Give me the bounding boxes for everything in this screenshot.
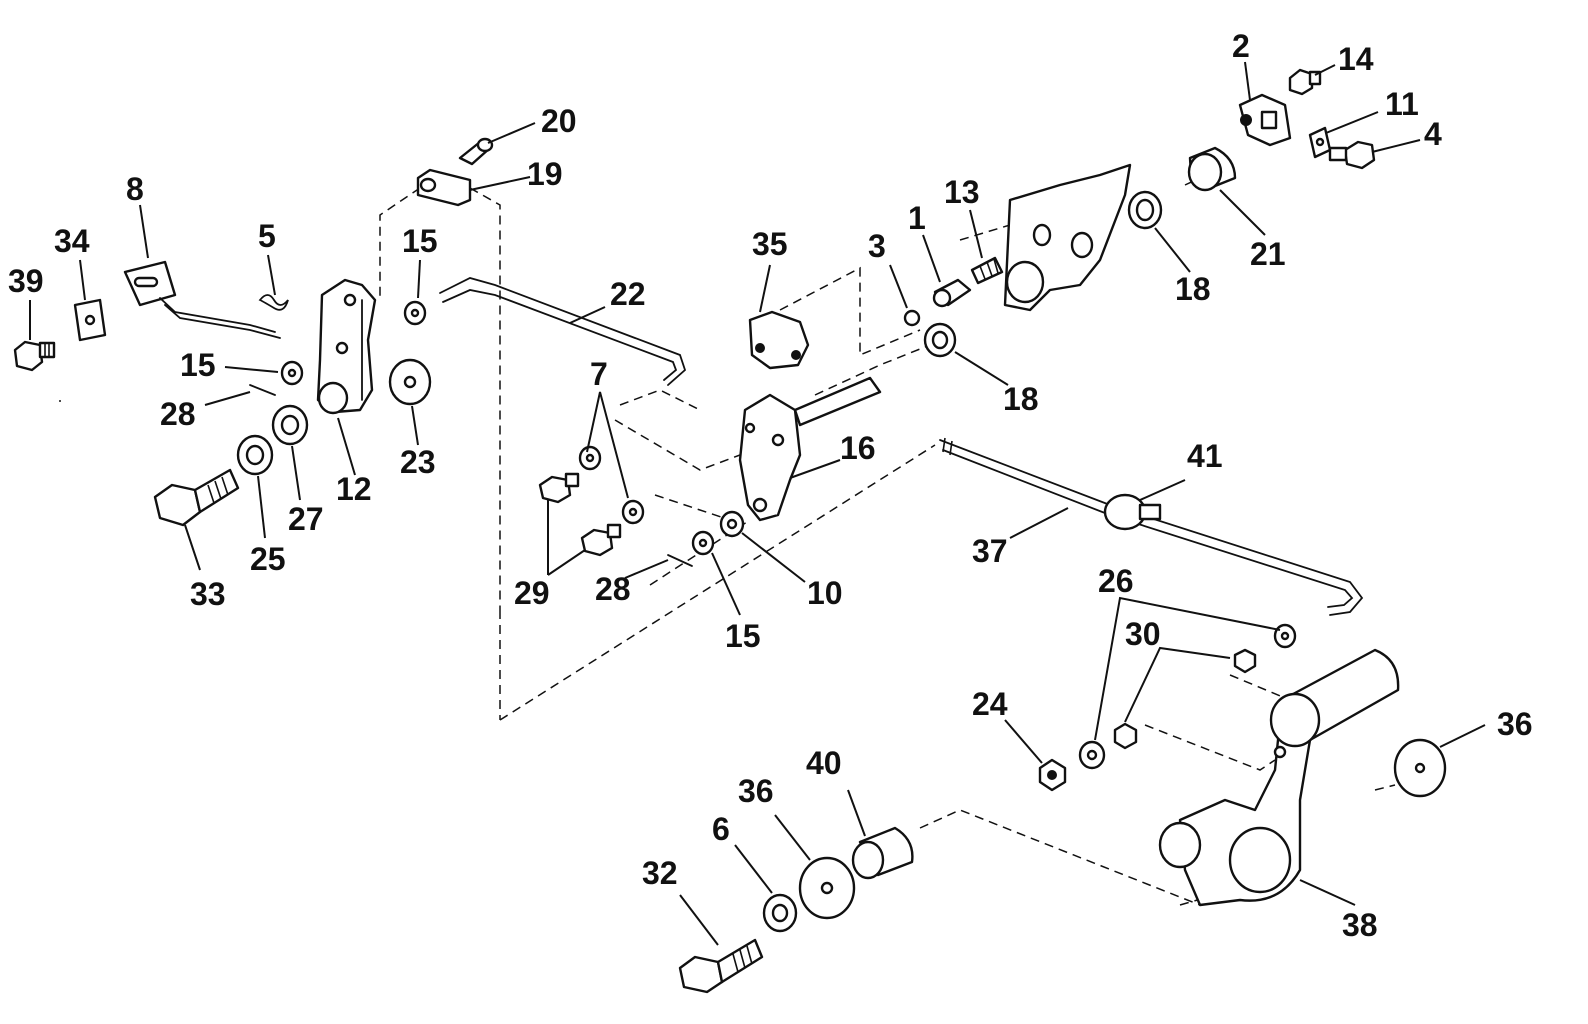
callout-24: 24 [972, 686, 1008, 722]
part-13-spring [970, 256, 1004, 285]
part-20-pin [458, 137, 494, 166]
callout-25: 25 [250, 541, 286, 577]
part-1-bushing [932, 278, 972, 308]
callout-1: 1 [908, 200, 926, 236]
callout-28-center: 28 [595, 571, 631, 607]
callout-3: 3 [868, 228, 886, 264]
part-housing [1003, 163, 1132, 312]
callout-21: 21 [1250, 236, 1286, 272]
callout-18-top: 18 [1175, 271, 1211, 307]
callout-40: 40 [806, 745, 842, 781]
callout-11: 11 [1385, 86, 1419, 122]
part-6-washer [762, 893, 798, 933]
part-34-clip [73, 298, 107, 342]
part-23-washer [388, 358, 432, 406]
callout-6: 6 [712, 811, 730, 847]
assembly-guide-lines [59, 177, 1396, 906]
callout-20: 20 [541, 103, 577, 139]
callout-7: 7 [590, 356, 608, 392]
part-29-screw-b [580, 523, 622, 557]
part-24-nut [1038, 758, 1067, 792]
callout-4: 4 [1424, 116, 1442, 152]
part-33-bolt [153, 468, 240, 527]
part-15-washer-left [280, 360, 304, 386]
callout-32: 32 [642, 855, 678, 891]
callout-35: 35 [752, 226, 788, 262]
callout-19: 19 [527, 156, 563, 192]
part-14-screw [1288, 68, 1322, 96]
callout-37: 37 [972, 533, 1008, 569]
callout-5: 5 [258, 218, 276, 254]
part-26-washer-a [1273, 623, 1297, 649]
part-12-lever [316, 278, 377, 415]
callout-15-center: 15 [725, 618, 761, 654]
part-25-washer [236, 434, 274, 476]
part-35-block [748, 310, 810, 370]
callout-26: 26 [1098, 563, 1134, 599]
callout-10: 10 [807, 575, 843, 611]
callout-22: 22 [610, 276, 646, 312]
part-36-washer-right [1393, 738, 1447, 798]
part-37-rod [939, 437, 1364, 616]
callout-38: 38 [1342, 907, 1378, 943]
callout-8: 8 [126, 171, 144, 207]
callout-27: 27 [288, 501, 324, 537]
part-10-washer [719, 510, 745, 538]
part-30-nut-b [1113, 722, 1138, 750]
part-16-lever [738, 376, 882, 522]
callout-14: 14 [1338, 41, 1374, 77]
part-4-screw [1328, 140, 1376, 170]
callout-29: 29 [514, 575, 550, 611]
part-7-washer-b [621, 499, 645, 525]
callout-36-right: 36 [1497, 706, 1533, 742]
part-26-washer-b [1078, 740, 1106, 770]
part-19-clevis [416, 168, 472, 207]
part-36-washer-bottom [798, 856, 856, 920]
part-8-bracket [123, 260, 281, 339]
callout-30: 30 [1125, 616, 1161, 652]
callout-12: 12 [336, 471, 372, 507]
leader-lines [29, 61, 1486, 946]
part-15-washer-top [403, 300, 427, 326]
part-40-spacer [851, 826, 914, 880]
callout-36-bottom: 36 [738, 773, 774, 809]
part-15-washer-center [691, 530, 715, 556]
part-22-rod [439, 277, 687, 386]
part-28-pin-left [249, 384, 276, 396]
part-32-bolt [678, 938, 764, 994]
callout-2: 2 [1232, 28, 1250, 64]
part-28-pin-center [667, 554, 693, 567]
callout-34: 34 [54, 223, 90, 259]
callout-13: 13 [944, 174, 980, 210]
part-7-washer-a [578, 445, 602, 471]
callout-23: 23 [400, 444, 436, 480]
callout-15-top: 15 [402, 223, 438, 259]
part-41-ball-joint [1103, 493, 1162, 531]
callout-33: 33 [190, 576, 226, 612]
part-21-cylinder [1187, 146, 1237, 192]
part-27-washer [271, 404, 309, 446]
callout-15-left: 15 [180, 347, 216, 383]
part-5-spring [258, 294, 289, 311]
part-2-bracket [1238, 93, 1292, 147]
part-18-bushing-top [1127, 190, 1163, 230]
callout-39: 39 [8, 263, 44, 299]
callout-16: 16 [840, 430, 876, 466]
part-30-nut-a [1233, 648, 1257, 674]
part-3-ball [903, 309, 921, 327]
callout-labels: 39 34 8 5 15 15 28 12 23 27 25 33 20 19 … [8, 28, 1533, 943]
callout-41: 41 [1187, 438, 1223, 474]
part-39-bolt [13, 340, 56, 372]
callout-18-mid: 18 [1003, 381, 1039, 417]
part-38-pedal-arm [1158, 648, 1400, 907]
part-18-bushing-mid [923, 322, 957, 358]
callout-28-left: 28 [160, 396, 196, 432]
part-29-screw-a [538, 472, 580, 504]
